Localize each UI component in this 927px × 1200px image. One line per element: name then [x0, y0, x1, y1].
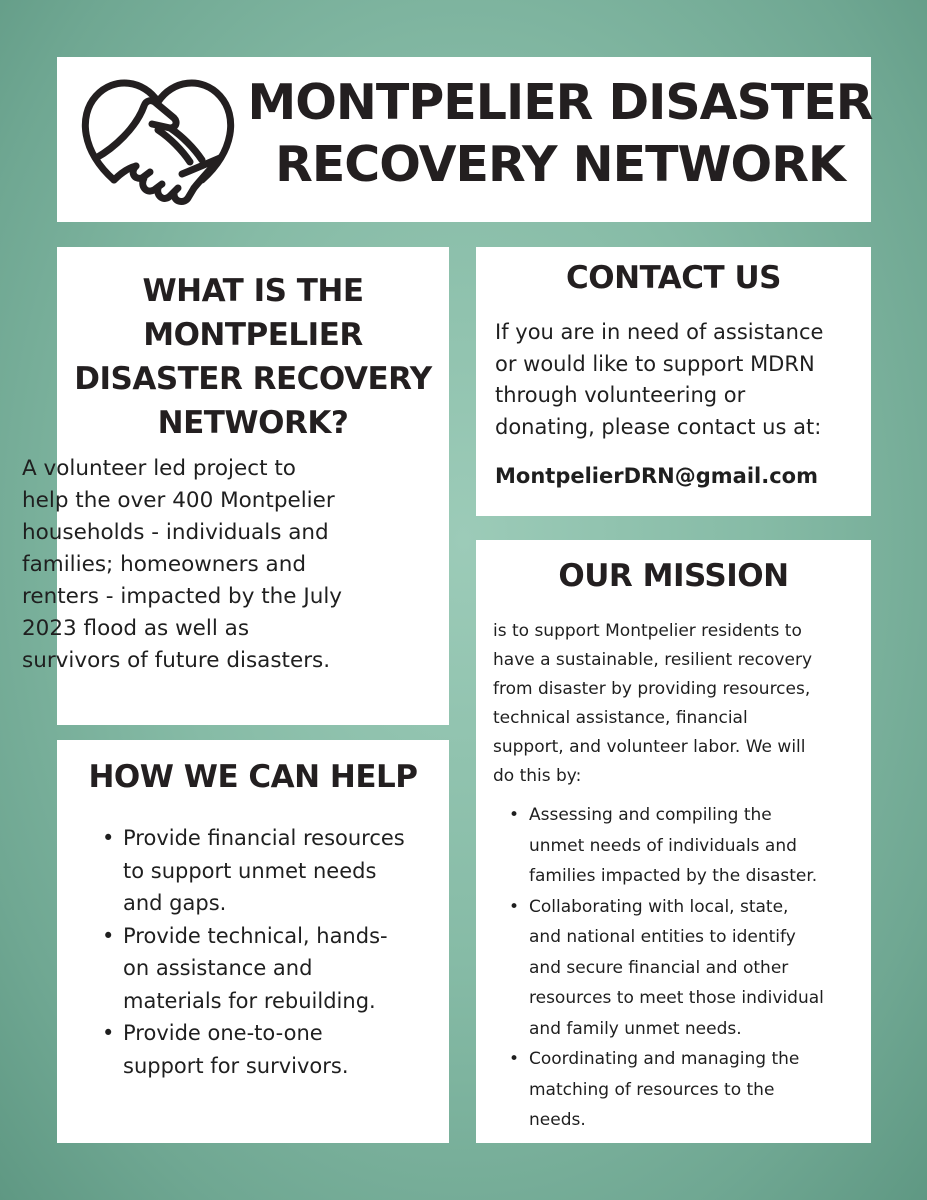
item-line: and gaps.: [123, 891, 227, 915]
body-line: donating, please contact us at:: [495, 414, 822, 439]
what-is-card: WHAT IS THE MONTPELIER DISASTER RECOVERY…: [57, 247, 449, 725]
help-heading: HOW WE CAN HELP: [88, 759, 418, 795]
list-item: Provide financial resources to support u…: [80, 822, 435, 920]
item-line: support for survivors.: [123, 1053, 349, 1078]
heading-line: DISASTER RECOVERY: [74, 361, 432, 397]
item-line: and family unmet needs.: [529, 1018, 742, 1039]
body-line: 2023 flood as well as: [22, 616, 250, 641]
body-line: from disaster by providing resources,: [493, 679, 811, 699]
what-is-heading: WHAT IS THE MONTPELIER DISASTER RECOVERY…: [57, 269, 449, 445]
title-line: RECOVERY NETWORK: [275, 136, 846, 193]
list-item: Coordinating and managing the matching o…: [493, 1044, 863, 1136]
item-line: Collaborating with local, state,: [529, 896, 789, 917]
mission-list: Assessing and compiling the unmet needs …: [493, 800, 863, 1136]
item-line: Coordinating and managing the: [529, 1049, 800, 1069]
contact-email-link[interactable]: MontpelierDRN@gmail.com: [495, 464, 818, 488]
body-line: technical assistance, financial: [493, 708, 748, 728]
list-item: Provide one-to-one support for survivors…: [80, 1017, 435, 1082]
handshake-heart-icon: [81, 79, 235, 205]
item-line: resources to meet those individual: [529, 988, 824, 1008]
item-line: families impacted by the disaster.: [529, 866, 818, 886]
item-line: Provide technical, hands-: [123, 923, 388, 948]
help-list: Provide financial resources to support u…: [80, 822, 435, 1082]
body-line: or would like to support MDRN: [495, 351, 815, 376]
heading-line: MONTPELIER: [143, 317, 363, 353]
contact-heading: CONTACT US: [566, 260, 781, 296]
contact-card: [476, 247, 871, 516]
body-line: help the over 400 Montpelier: [22, 488, 335, 513]
body-line: If you are in need of assistance: [495, 320, 824, 344]
page-title: MONTPELIER DISASTER RECOVERY NETWORK: [240, 72, 880, 196]
heading-line: NETWORK?: [157, 405, 349, 441]
item-line: needs.: [529, 1110, 586, 1130]
what-is-description: A volunteer led project to help the over…: [22, 453, 392, 677]
item-line: and national entities to identify: [529, 927, 796, 947]
body-line: is to support Montpelier residents to: [493, 621, 802, 641]
body-line: through volunteering or: [495, 383, 746, 407]
body-line: families; homeowners and: [22, 552, 306, 577]
item-line: Assessing and compiling the: [529, 805, 772, 825]
item-line: materials for rebuilding.: [123, 988, 376, 1013]
item-line: on assistance and: [123, 956, 313, 980]
list-item: Assessing and compiling the unmet needs …: [493, 800, 863, 892]
contact-description: If you are in need of assistance or woul…: [495, 317, 865, 443]
item-line: unmet needs of individuals and: [529, 835, 797, 856]
title-line: MONTPELIER DISASTER: [247, 74, 874, 131]
body-line: households - individuals and: [22, 520, 329, 545]
item-line: and secure financial and other: [529, 957, 789, 978]
mission-description: is to support Montpelier residents to ha…: [493, 617, 863, 791]
body-line: A volunteer led project to: [22, 456, 296, 481]
body-line: survivors of future disasters.: [22, 648, 331, 673]
mission-heading: OUR MISSION: [558, 558, 789, 594]
list-item: Provide technical, hands- on assistance …: [80, 920, 435, 1018]
body-line: renters - impacted by the July: [22, 584, 343, 609]
item-line: Provide one-to-one: [123, 1021, 323, 1045]
item-line: matching of resources to the: [529, 1079, 775, 1100]
item-line: to support unmet needs: [123, 858, 377, 883]
list-item: Collaborating with local, state, and nat…: [493, 892, 863, 1045]
item-line: Provide financial resources: [123, 826, 405, 850]
heading-line: WHAT IS THE: [142, 273, 364, 309]
body-line: support, and volunteer labor. We will: [493, 737, 806, 757]
body-line: have a sustainable, resilient recovery: [493, 650, 812, 670]
body-line: do this by:: [493, 766, 582, 786]
